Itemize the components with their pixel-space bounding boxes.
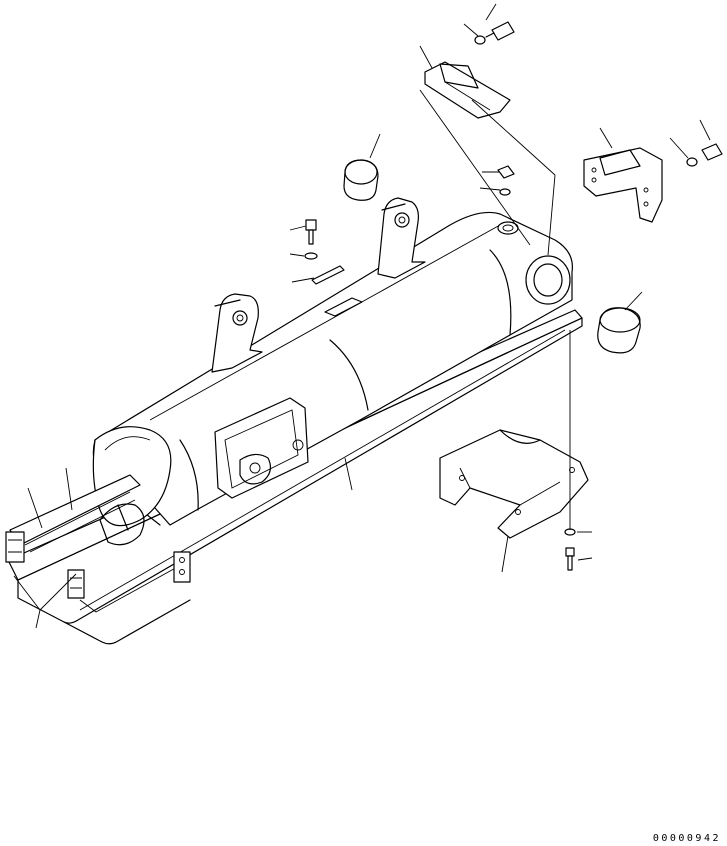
rock-guard-upper	[424, 61, 511, 119]
rear-flange-ring	[525, 255, 571, 305]
fasteners	[304, 21, 723, 571]
rail-bracket-plate	[173, 551, 191, 583]
bushing-upper	[343, 159, 379, 201]
carrier-roller-bracket-left	[211, 293, 263, 373]
front-guide-blocks	[5, 531, 85, 599]
roller-guard-bracket	[583, 147, 663, 223]
track-frame-body	[92, 211, 573, 526]
carrier-roller-bracket-middle	[377, 197, 426, 279]
recoil-spring-housing	[214, 397, 309, 499]
leader-lines	[13, 3, 711, 629]
grease-fitting-boss	[324, 221, 519, 317]
drawing-number: 00000942	[652, 833, 721, 844]
bushing-lower	[597, 307, 641, 354]
lower-guard-cradle	[439, 429, 589, 539]
